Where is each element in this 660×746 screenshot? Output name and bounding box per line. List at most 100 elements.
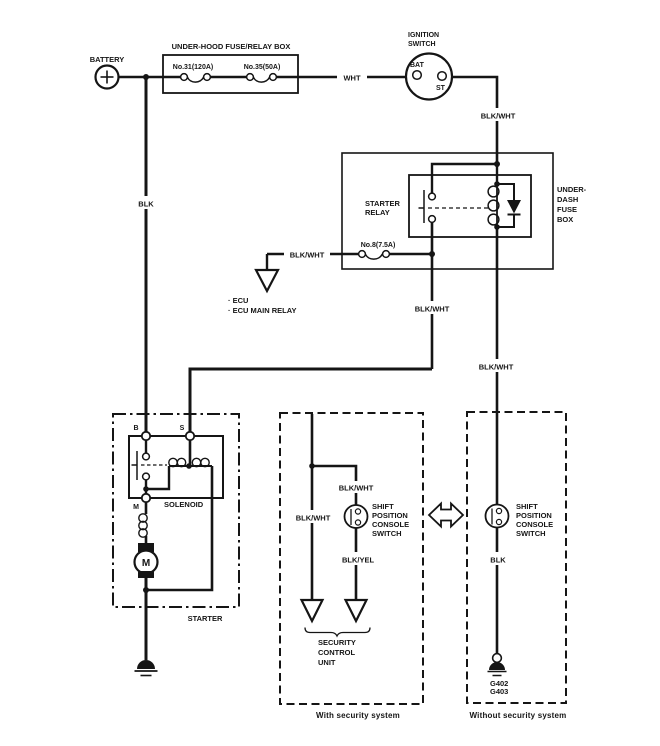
wire-label-blk-ground: BLK xyxy=(490,556,506,565)
field-coil-loop xyxy=(138,513,148,523)
shift-switch-title-line3: CONSOLE xyxy=(516,520,553,529)
swap-arrow xyxy=(427,501,465,529)
underdash-title-line3: FUSE xyxy=(557,205,577,214)
junction xyxy=(494,161,500,167)
fuse-terminal xyxy=(357,249,367,259)
underhood-fuse-relay-box: UNDER-HOOD FUSE/RELAY BOX No.31(120A) No… xyxy=(172,42,291,83)
with-security-caption: With security system xyxy=(316,711,400,720)
starter-assembly: B S M SOLENOID M STARTER xyxy=(131,425,223,677)
fuse-8-label: No.8(7.5A) xyxy=(361,242,396,249)
shift-switch-terminal xyxy=(495,518,503,526)
relay-contact-terminal xyxy=(427,214,437,224)
wire-label-blkwht-security-in: BLK/WHT xyxy=(339,484,374,493)
starter-terminal-s xyxy=(184,430,196,442)
to-security-unit-arrow-icon xyxy=(299,598,325,624)
shift-position-switch-plain xyxy=(484,503,510,529)
label-bg xyxy=(476,108,520,121)
field-coil-loop xyxy=(138,520,148,531)
starter-relay-label-line2: RELAY xyxy=(365,208,390,217)
without-security-branch: SHIFT POSITION CONSOLE SWITCH G402 G403 … xyxy=(470,502,567,720)
motor-brush-block xyxy=(138,543,154,552)
junction xyxy=(186,463,192,469)
ground-connector xyxy=(491,652,503,664)
with-security-branch: SHIFT POSITION CONSOLE SWITCH SECURITY C… xyxy=(299,502,409,720)
to-security-unit-arrow-icon xyxy=(343,598,369,624)
without-security-caption: Without security system xyxy=(470,711,567,720)
underdash-title-line2: DASH xyxy=(557,195,578,204)
shift-switch-terminal xyxy=(495,507,503,515)
fuse-31-label: No.31(120A) xyxy=(173,64,213,71)
junction xyxy=(309,463,315,469)
security-unit-line1: SECURITY xyxy=(318,638,356,647)
security-unit-line2: CONTROL xyxy=(318,648,355,657)
underdash-fuse-box: UNDER- DASH FUSE BOX STARTER RELAY No.8(… xyxy=(357,183,587,260)
underdash-title-line4: BOX xyxy=(557,215,573,224)
fuse-35-label: No.35(50A) xyxy=(244,64,281,71)
relay-diode-branch xyxy=(497,183,515,200)
wire-relay-contact-feed xyxy=(430,162,497,194)
ecu-branch: · ECU · ECU MAIN RELAY xyxy=(228,268,296,315)
double-arrow-icon xyxy=(427,501,465,529)
ignition-terminal-bat xyxy=(411,69,423,81)
ecu-target-1: · ECU xyxy=(228,296,248,305)
security-unit-line3: UNIT xyxy=(318,658,336,667)
to-ecu-arrow-icon xyxy=(254,268,280,294)
ground-g402-label: G402 xyxy=(490,679,508,688)
fuse-35-element xyxy=(252,76,271,83)
g402-ground-icon xyxy=(489,662,505,670)
terminal-m-label: M xyxy=(133,504,139,511)
ignition-terminal-st xyxy=(436,70,448,82)
solenoid-label: SOLENOID xyxy=(164,500,204,509)
terminal-b-label: B xyxy=(133,425,138,432)
solenoid-contact-terminal xyxy=(141,452,151,461)
field-coil-loop xyxy=(138,528,148,538)
relay-diode-icon xyxy=(507,200,521,214)
wire-label-wht: WHT xyxy=(343,74,360,83)
label-bg xyxy=(337,70,367,83)
motor-brush-block xyxy=(138,571,154,578)
junction xyxy=(143,587,149,593)
battery: BATTERY xyxy=(90,55,125,90)
brace-icon xyxy=(304,627,371,638)
ignition-st-label: ST xyxy=(436,85,446,92)
shift-switch-title-line1: SHIFT xyxy=(372,502,394,511)
wire-label-blkwht-ignition: BLK/WHT xyxy=(481,112,516,121)
wires xyxy=(118,75,499,660)
junction xyxy=(143,74,149,80)
without-security-box-outline xyxy=(466,411,567,704)
relay-coil-loop xyxy=(487,213,500,226)
fuse-terminal xyxy=(202,72,212,82)
fuse-terminal xyxy=(268,72,278,82)
label-bg xyxy=(336,552,380,565)
label-bg xyxy=(485,552,511,565)
shift-switch-title-line2: POSITION xyxy=(516,511,552,520)
label-bg xyxy=(133,196,159,209)
starter-terminal-b xyxy=(140,430,152,442)
label-bg xyxy=(334,481,378,493)
motor-label: M xyxy=(142,558,150,569)
battery-label: BATTERY xyxy=(90,55,125,64)
label-bg xyxy=(291,510,335,523)
wire-label-blkyel: BLK/YEL xyxy=(342,556,375,565)
shift-switch-title-line2: POSITION xyxy=(372,511,408,520)
relay-coil-loop xyxy=(487,185,500,198)
shift-switch-terminal xyxy=(354,508,362,515)
shift-switch-title-line4: SWITCH xyxy=(372,529,402,538)
underhood-box-title: UNDER-HOOD FUSE/RELAY BOX xyxy=(172,42,291,51)
ignition-title-line1: IGNITION xyxy=(408,32,439,39)
fuse-8-element xyxy=(364,253,383,260)
shift-switch-title-line3: CONSOLE xyxy=(372,520,409,529)
wire-labels: WHT BLK BLK/WHT BLK/WHT BLK/WHT BLK/WHT … xyxy=(133,70,520,565)
shift-position-switch-security xyxy=(343,504,369,529)
solenoid-coil-loop xyxy=(200,457,210,468)
wire-coil-to-m-junction xyxy=(146,466,171,491)
fuse-terminal xyxy=(179,72,189,82)
starter-relay-outline xyxy=(408,174,532,238)
underhood-fuse-box-outline xyxy=(162,54,299,94)
ignition-switch: IGNITION SWITCH BAT ST xyxy=(404,32,454,101)
starter-terminal-m xyxy=(140,492,152,504)
solenoid-coil-loop xyxy=(176,457,187,468)
label-bg xyxy=(284,247,330,260)
